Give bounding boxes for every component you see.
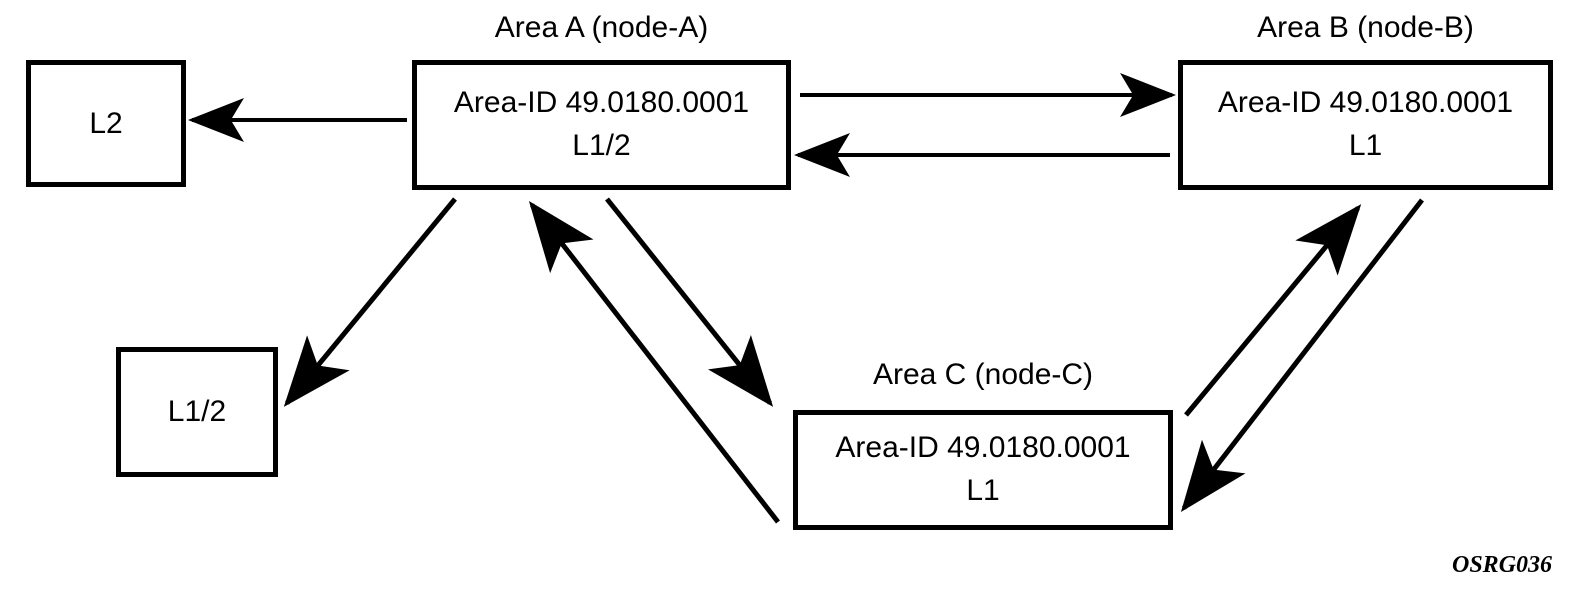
node-area-c-level: L1 xyxy=(966,474,1000,507)
node-box-l12[interactable]: L1/2 xyxy=(116,347,278,477)
node-area-c-area-id: Area-ID 49.0180.0001 xyxy=(835,431,1131,465)
node-box-area-c[interactable]: Area-ID 49.0180.0001 L1 xyxy=(793,410,1173,530)
node-area-b-level: L1 xyxy=(1348,129,1383,162)
node-area-a-area-id: Area-ID 49.0180.0001 xyxy=(453,86,750,120)
connector-a-to-l12 xyxy=(283,197,457,407)
connector-a-to-c xyxy=(605,197,774,407)
node-title-area-b: Area B (node-B) xyxy=(1257,11,1474,44)
node-box-area-b[interactable]: Area-ID 49.0180.0001 L1 xyxy=(1178,60,1553,190)
connector-b-to-c xyxy=(1180,198,1424,512)
connector-c-to-a xyxy=(528,201,780,524)
node-area-a-level: L1/2 xyxy=(572,129,631,162)
node-area-b-area-id: Area-ID 49.0180.0001 xyxy=(1217,86,1514,120)
node-title-area-c: Area C (node-C) xyxy=(872,358,1094,391)
node-box-area-a[interactable]: Area-ID 49.0180.0001 L1/2 xyxy=(412,60,791,190)
figure-id-watermark: OSRG036 xyxy=(1452,552,1553,578)
node-box-l2[interactable]: L2 xyxy=(26,60,186,187)
connector-c-to-b xyxy=(1184,204,1362,417)
node-title-area-a: Area A (node-A) xyxy=(494,11,709,44)
node-l2-label: L2 xyxy=(89,106,123,140)
node-l12-label: L1/2 xyxy=(167,395,227,428)
